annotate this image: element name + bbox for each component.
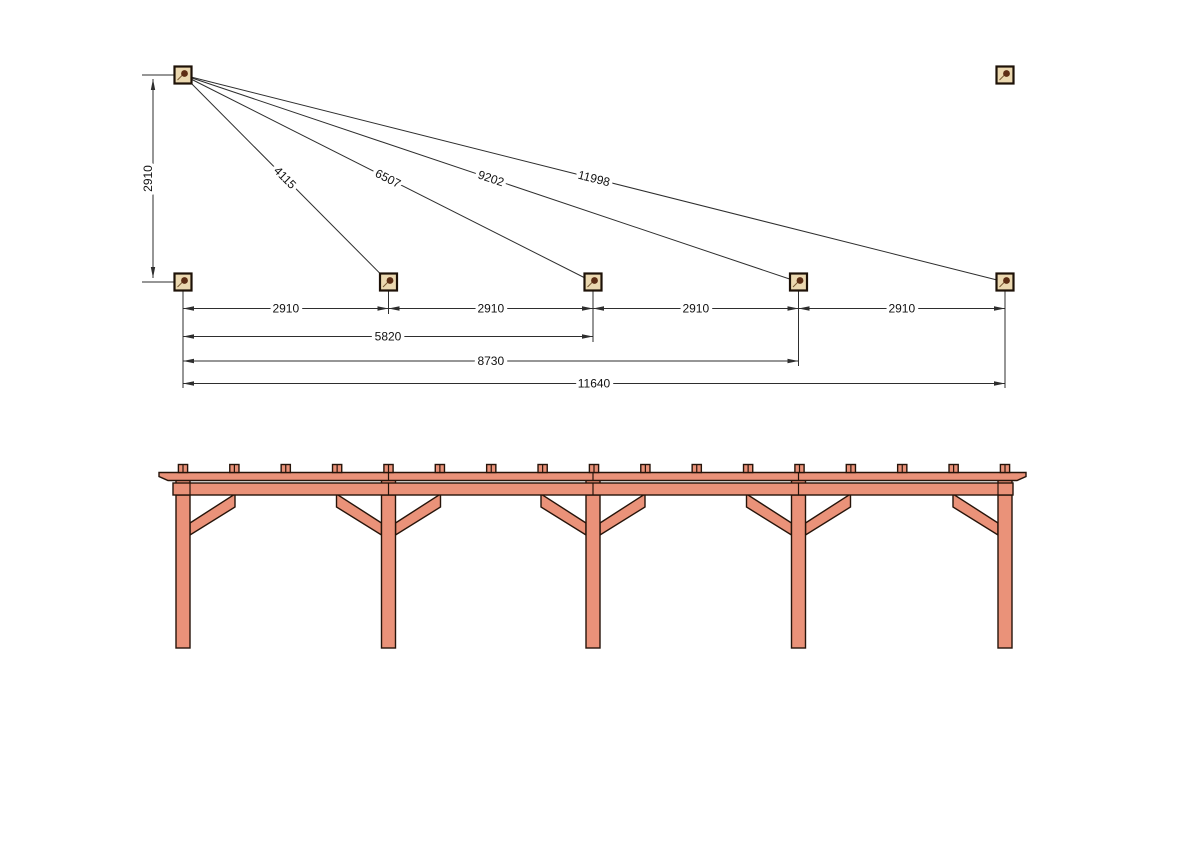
post-1 [175,494,191,649]
post-marker-front-2 [378,272,399,292]
post-4 [790,494,807,649]
post-markers [173,65,1015,292]
horizontal-dimensions [182,291,1006,388]
elevation-view [158,463,1027,649]
post-marker-rear-right [995,65,1015,85]
overall-dim-label-3: 11640 [578,377,611,391]
knee-brace-post3-right [599,492,646,537]
post-marker-front-1 [173,272,193,292]
rafter-tabs [177,463,1011,474]
bay-dim-label-1: 2910 [272,302,299,316]
knee-brace-post4-left [745,492,793,537]
diagonal-dim-label-2: 6507 [373,166,403,191]
knee-brace-post5-left [952,492,999,537]
bay-dim-label-4: 2910 [888,302,915,316]
post-3 [585,494,601,649]
diagonal-line-4 [182,74,1006,283]
knee-brace-post4-right [804,492,852,537]
plan-view: 2910 4115 6507 9202 11998 2910 2910 2910… [138,65,1015,394]
posts [175,494,1013,649]
knee-brace-post2-left [335,492,383,537]
knee-brace-post3-left [540,492,587,537]
bay-dim-label-3: 2910 [682,302,709,316]
diagonal-lines [182,74,1006,283]
diagonal-dim-label-4: 11998 [577,168,612,190]
post-marker-front-5 [995,272,1015,292]
post-marker-front-4 [788,272,809,292]
diagonal-dim-label-3: 9202 [476,168,506,190]
overall-dim-label-2: 8730 [477,354,504,368]
post-marker-front-3 [583,272,603,292]
knee-brace-post1-right [189,492,236,537]
overall-dim-label-1: 5820 [375,330,402,344]
post-5 [997,494,1013,649]
top-plate [158,471,1027,482]
vertical-dim-label: 2910 [141,165,155,192]
vertical-dimension [142,74,174,283]
diagonal-line-3 [182,74,799,283]
post-2 [380,494,397,649]
bay-dim-label-2: 2910 [477,302,504,316]
knee-braces [189,492,999,537]
post-marker-rear-left [173,65,193,85]
main-beam [172,482,1014,496]
diagonal-line-1 [182,74,389,283]
diagonal-line-2 [182,74,594,283]
knee-brace-post2-right [394,492,442,537]
